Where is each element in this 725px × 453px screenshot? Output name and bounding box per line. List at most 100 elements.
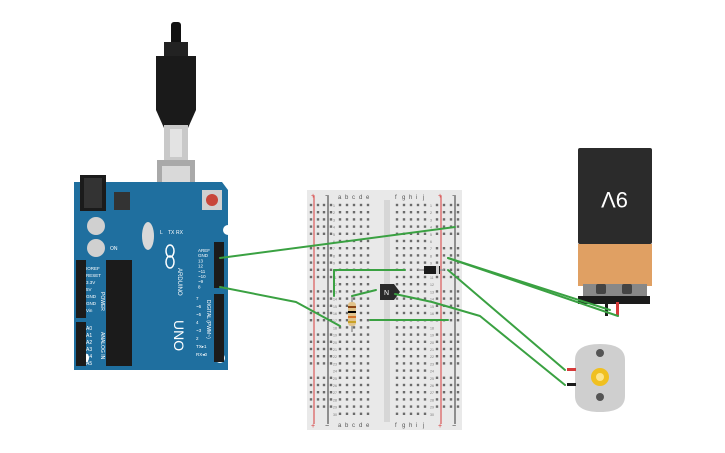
- rail-hole[interactable]: [435, 232, 439, 235]
- breadboard-hole[interactable]: [338, 261, 342, 264]
- breadboard-hole[interactable]: [338, 247, 342, 250]
- breadboard-hole[interactable]: [338, 225, 342, 228]
- rail-hole[interactable]: [449, 383, 453, 387]
- rail-hole[interactable]: [309, 376, 313, 379]
- rail-hole[interactable]: [449, 218, 453, 221]
- breadboard-hole[interactable]: [402, 261, 406, 264]
- breadboard-hole[interactable]: [366, 340, 370, 343]
- breadboard-hole[interactable]: [366, 283, 370, 286]
- breadboard-hole[interactable]: [416, 254, 420, 257]
- rail-hole[interactable]: [442, 232, 446, 235]
- rail-hole[interactable]: [322, 383, 326, 387]
- diode[interactable]: [418, 266, 444, 274]
- breadboard-hole[interactable]: [345, 254, 349, 257]
- breadboard-hole[interactable]: [409, 326, 413, 329]
- rail-hole[interactable]: [316, 211, 320, 214]
- breadboard-hole[interactable]: [409, 283, 413, 286]
- rail-hole[interactable]: [329, 391, 333, 394]
- breadboard-hole[interactable]: [409, 376, 413, 379]
- breadboard-hole[interactable]: [352, 203, 356, 207]
- breadboard-hole[interactable]: [352, 376, 356, 379]
- breadboard-hole[interactable]: [423, 232, 427, 235]
- breadboard-hole[interactable]: [423, 355, 427, 358]
- rail-hole[interactable]: [316, 405, 320, 408]
- rail-hole[interactable]: [442, 211, 446, 214]
- breadboard-holes[interactable]: [309, 203, 460, 415]
- rail-hole[interactable]: [316, 333, 320, 336]
- rail-hole[interactable]: [435, 340, 439, 343]
- breadboard-hole[interactable]: [402, 347, 406, 351]
- rail-hole[interactable]: [329, 261, 333, 264]
- breadboard-hole[interactable]: [416, 376, 420, 379]
- rail-hole[interactable]: [316, 319, 320, 322]
- wires[interactable]: [219, 226, 619, 386]
- breadboard-hole[interactable]: [366, 412, 370, 415]
- breadboard-hole[interactable]: [402, 326, 406, 329]
- rail-hole[interactable]: [456, 225, 460, 228]
- rail-hole[interactable]: [456, 297, 460, 300]
- breadboard-hole[interactable]: [423, 247, 427, 250]
- rail-hole[interactable]: [449, 347, 453, 351]
- rail-hole[interactable]: [456, 232, 460, 235]
- breadboard-hole[interactable]: [402, 218, 406, 221]
- breadboard-hole[interactable]: [409, 297, 413, 300]
- rail-hole[interactable]: [456, 347, 460, 351]
- breadboard-hole[interactable]: [345, 290, 349, 293]
- breadboard-hole[interactable]: [359, 319, 363, 322]
- breadboard-hole[interactable]: [395, 311, 399, 315]
- breadboard-hole[interactable]: [338, 383, 342, 387]
- breadboard-hole[interactable]: [366, 211, 370, 214]
- breadboard-hole[interactable]: [338, 290, 342, 293]
- rail-hole[interactable]: [435, 362, 439, 365]
- breadboard-hole[interactable]: [416, 362, 420, 365]
- rail-hole[interactable]: [435, 225, 439, 228]
- breadboard-hole[interactable]: [402, 398, 406, 401]
- breadboard-hole[interactable]: [359, 203, 363, 207]
- breadboard-hole[interactable]: [416, 326, 420, 329]
- rail-hole[interactable]: [309, 261, 313, 264]
- npn-transistor[interactable]: N: [380, 284, 400, 300]
- breadboard-hole[interactable]: [409, 362, 413, 365]
- breadboard-hole[interactable]: [416, 211, 420, 214]
- rail-hole[interactable]: [442, 203, 446, 207]
- breadboard-hole[interactable]: [338, 398, 342, 401]
- rail-hole[interactable]: [435, 376, 439, 379]
- rail-hole[interactable]: [435, 290, 439, 293]
- breadboard-hole[interactable]: [359, 355, 363, 358]
- rail-hole[interactable]: [435, 347, 439, 351]
- rail-hole[interactable]: [329, 275, 333, 279]
- breadboard-hole[interactable]: [359, 225, 363, 228]
- breadboard-hole[interactable]: [345, 326, 349, 329]
- rail-hole[interactable]: [435, 304, 439, 307]
- breadboard-hole[interactable]: [402, 290, 406, 293]
- breadboard-hole[interactable]: [395, 261, 399, 264]
- rail-hole[interactable]: [456, 218, 460, 221]
- breadboard-hole[interactable]: [345, 398, 349, 401]
- rail-hole[interactable]: [449, 311, 453, 315]
- arduino-uno-board[interactable]: ARDUINO UNO DIGITAL (PWM~) POWER ANALOG …: [74, 175, 233, 370]
- breadboard-hole[interactable]: [345, 319, 349, 322]
- rail-hole[interactable]: [322, 218, 326, 221]
- rail-hole[interactable]: [329, 383, 333, 387]
- rail-hole[interactable]: [316, 362, 320, 365]
- breadboard-hole[interactable]: [359, 283, 363, 286]
- breadboard-hole[interactable]: [338, 232, 342, 235]
- rail-hole[interactable]: [442, 362, 446, 365]
- rail-hole[interactable]: [309, 218, 313, 221]
- breadboard-hole[interactable]: [395, 304, 399, 307]
- breadboard-hole[interactable]: [423, 304, 427, 307]
- rail-hole[interactable]: [309, 391, 313, 394]
- breadboard-hole[interactable]: [409, 261, 413, 264]
- rail-hole[interactable]: [456, 376, 460, 379]
- rail-hole[interactable]: [309, 225, 313, 228]
- rail-hole[interactable]: [442, 290, 446, 293]
- breadboard-hole[interactable]: [352, 398, 356, 401]
- rail-hole[interactable]: [309, 383, 313, 387]
- breadboard-hole[interactable]: [366, 383, 370, 387]
- breadboard-hole[interactable]: [352, 412, 356, 415]
- breadboard-hole[interactable]: [409, 239, 413, 243]
- breadboard-hole[interactable]: [352, 340, 356, 343]
- rail-hole[interactable]: [449, 203, 453, 207]
- breadboard-hole[interactable]: [416, 261, 420, 264]
- breadboard-hole[interactable]: [345, 376, 349, 379]
